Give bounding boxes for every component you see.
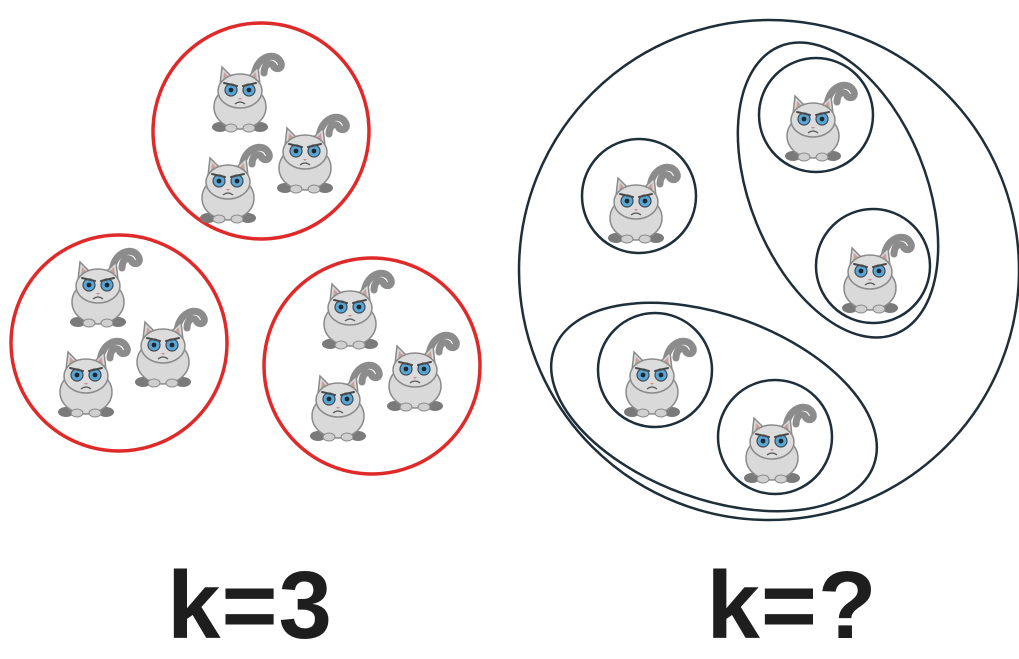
grumpy-cat-icon: [322, 273, 391, 349]
hierarchy-leaf: [596, 311, 714, 429]
grumpy-cat-icon: [70, 251, 139, 327]
cluster-circle-bottom-right: [262, 256, 482, 476]
caption-left: k=3: [167, 552, 333, 659]
caption-right: k=?: [706, 552, 878, 659]
grumpy-cat-icon: [212, 56, 281, 132]
grumpy-cat-icon: [58, 341, 127, 417]
hierarchy-group-bottom-pair: [549, 301, 879, 513]
grumpy-cat-icon: [135, 311, 204, 387]
flat-clustering-panel: [9, 21, 482, 476]
hierarchy-group-right-pair: [736, 41, 940, 339]
grumpy-cat-icon: [200, 147, 269, 223]
grumpy-cat-icon: [387, 335, 456, 411]
cluster-circle-top: [151, 21, 371, 241]
hierarchy-leaf: [757, 56, 875, 174]
hierarchy-leaf: [716, 378, 834, 496]
grumpy-cat-icon: [277, 117, 346, 193]
grumpy-cat-icon: [842, 237, 911, 313]
grumpy-cat-icon: [310, 365, 379, 441]
hierarchy-leaf: [814, 207, 932, 325]
hierarchy-outer-circle: [517, 18, 1019, 522]
grumpy-cat-icon: [608, 167, 677, 243]
hierarchy-leaf-single: [580, 137, 698, 255]
grumpy-cat-icon: [744, 407, 813, 483]
grumpy-cat-icon: [624, 341, 693, 417]
cluster-circle-bottom-left: [9, 233, 229, 453]
hierarchical-clustering-panel: [517, 18, 1019, 522]
grumpy-cat-icon: [785, 85, 854, 161]
